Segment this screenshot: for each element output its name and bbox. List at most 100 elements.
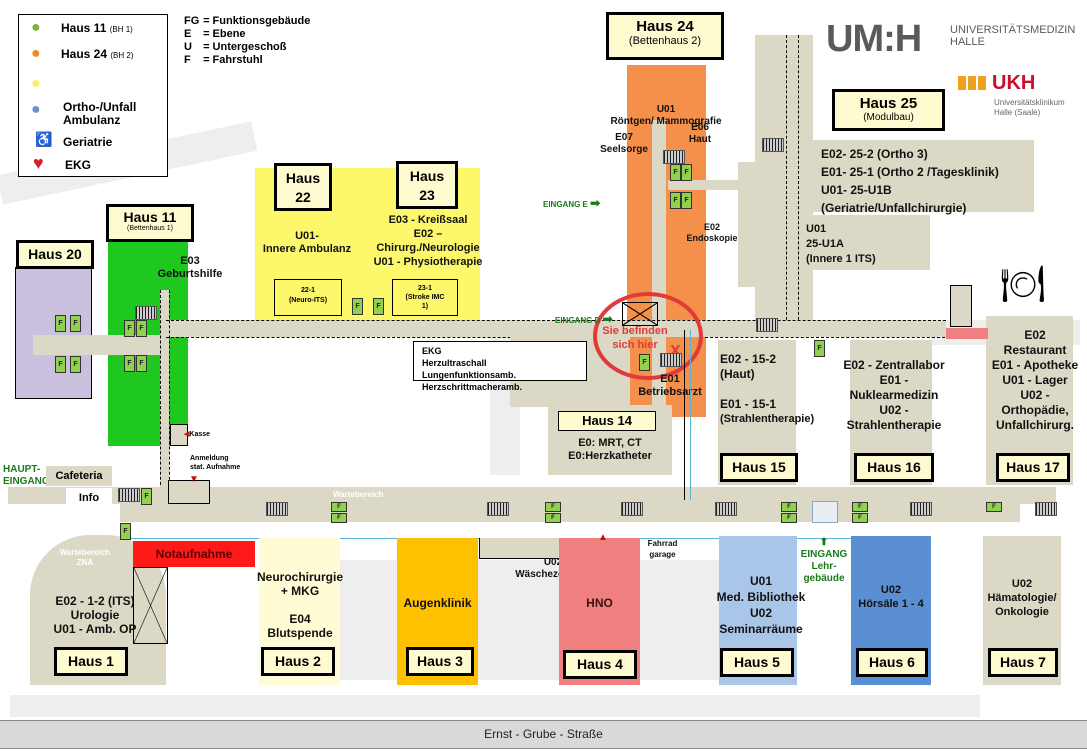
stairs-icon bbox=[1035, 502, 1057, 516]
legend-label: Haus 24 bbox=[61, 47, 108, 61]
haus16-label[interactable]: Haus 16 bbox=[854, 453, 934, 482]
haus6-label[interactable]: Haus 6 bbox=[856, 648, 928, 677]
haus20-label[interactable]: Haus 20 bbox=[16, 240, 94, 269]
cafeteria[interactable]: Cafeteria bbox=[46, 466, 112, 486]
elevator-icon: F bbox=[639, 354, 650, 371]
elevator-icon: F bbox=[545, 513, 561, 523]
legend-sub: (BH 1) bbox=[109, 25, 133, 34]
abbr-value: = Fahrstuhl bbox=[203, 54, 263, 66]
elevator-icon: F bbox=[681, 192, 692, 209]
haus3-label[interactable]: Haus 3 bbox=[406, 647, 474, 676]
street-name: Ernst - Grube - Straße bbox=[484, 727, 603, 741]
elevator-icon: F bbox=[545, 502, 561, 512]
abbr-value: = Untergeschoß bbox=[203, 41, 287, 53]
elevator-icon: F bbox=[331, 502, 347, 512]
elevator-icon: F bbox=[331, 513, 347, 523]
corridor-north bbox=[166, 320, 946, 337]
path-bg bbox=[10, 695, 980, 717]
haus2-label[interactable]: Haus 2 bbox=[261, 647, 335, 676]
corridor-south bbox=[8, 487, 1056, 504]
ukh-bars-icon bbox=[958, 76, 986, 90]
pointer-left-icon: ◀ bbox=[184, 431, 190, 438]
abbreviations: FG = Funktionsgebäude E = Ebene U = Unte… bbox=[184, 15, 310, 67]
stairs-icon bbox=[266, 502, 288, 516]
entrance-e[interactable]: EINGANG E ➡ bbox=[543, 196, 601, 210]
haus24-label[interactable]: Haus 24 (Bettenhaus 2) bbox=[606, 12, 724, 60]
stairs-icon bbox=[118, 488, 140, 502]
legend-sub: (BH 2) bbox=[110, 51, 134, 60]
haus4-label-text: HNO bbox=[586, 596, 613, 610]
haus15-label[interactable]: Haus 15 bbox=[720, 453, 798, 482]
entrance-d[interactable]: EINGANG D ➡ bbox=[555, 312, 613, 326]
main-entrance[interactable]: HAUPT-EINGANG bbox=[3, 464, 50, 487]
abbr-value: = Ebene bbox=[203, 28, 246, 40]
corridor-line bbox=[700, 337, 945, 338]
building-haus17-stub bbox=[950, 285, 972, 327]
haus14-label[interactable]: Haus 14 bbox=[558, 411, 656, 431]
waeschezentrale bbox=[479, 538, 561, 559]
corridor-line bbox=[798, 35, 799, 330]
haus7-label[interactable]: Haus 7 bbox=[988, 648, 1058, 677]
abbr-key: U bbox=[184, 41, 192, 53]
haus25-label[interactable]: Haus 25 (Modulbau) bbox=[832, 89, 945, 131]
stairs-icon bbox=[135, 306, 157, 320]
info-desk[interactable]: Info bbox=[66, 488, 112, 508]
haus25-departments: E02- 25-2 (Ortho 3)E01- 25-1 (Ortho 2 /T… bbox=[821, 147, 999, 215]
footprint-green-icon: ● bbox=[31, 19, 41, 36]
footprint-yellow-icon: ● bbox=[31, 75, 41, 92]
path-bg bbox=[330, 560, 730, 680]
elevator-icon: F bbox=[352, 298, 363, 315]
building-haus20[interactable] bbox=[15, 267, 92, 399]
elevator-icon: F bbox=[814, 340, 825, 357]
abbr-key: FG bbox=[184, 15, 200, 27]
haus11-label[interactable]: Haus 11 (Bettenhaus 1) bbox=[106, 204, 194, 242]
haus4-label[interactable]: Haus 4 bbox=[563, 650, 637, 679]
elevator-icon: F bbox=[70, 356, 81, 373]
stairs-icon bbox=[663, 150, 685, 164]
stairs-icon bbox=[762, 138, 784, 152]
you-are-here-x-icon: X bbox=[670, 343, 681, 360]
heart-icon: ♥ bbox=[33, 153, 44, 173]
notaufnahme[interactable]: Notaufnahme bbox=[133, 541, 255, 567]
stairs-icon bbox=[660, 353, 682, 367]
red-strip bbox=[946, 328, 988, 339]
corridor-vertical bbox=[160, 290, 169, 500]
walkway-line bbox=[684, 330, 685, 500]
haus15-desc: E02 - 15-2(Haut)E01 - 15-1(Strahlenthera… bbox=[720, 352, 815, 425]
building-haus25[interactable] bbox=[812, 140, 1034, 212]
corridor-south-2 bbox=[120, 500, 1020, 522]
legend-label: Geriatrie bbox=[63, 135, 113, 149]
haus17-label[interactable]: Haus 17 bbox=[996, 453, 1070, 482]
entrance-box bbox=[812, 501, 838, 523]
elevator-icon: F bbox=[781, 502, 797, 512]
room-22-1: 22-1(Neuro-ITS) bbox=[274, 279, 342, 316]
stairs-icon bbox=[621, 502, 643, 516]
ukh-mark: UKH bbox=[992, 72, 1036, 94]
haus5-label[interactable]: Haus 5 bbox=[720, 648, 794, 677]
umh-line1: UNIVERSITÄTSMEDIZIN bbox=[950, 24, 1076, 36]
kasse-label: ◀Kasse bbox=[184, 431, 211, 438]
geriatrics-icon: ♿ bbox=[35, 131, 53, 147]
anmeldung-desk[interactable] bbox=[168, 480, 210, 504]
ukh-line2: Halle (Saale) bbox=[994, 108, 1041, 117]
elevator-icon: F bbox=[141, 488, 152, 505]
haus1-label[interactable]: Haus 1 bbox=[54, 647, 128, 676]
pointer-down-icon: ▼ bbox=[189, 474, 199, 485]
